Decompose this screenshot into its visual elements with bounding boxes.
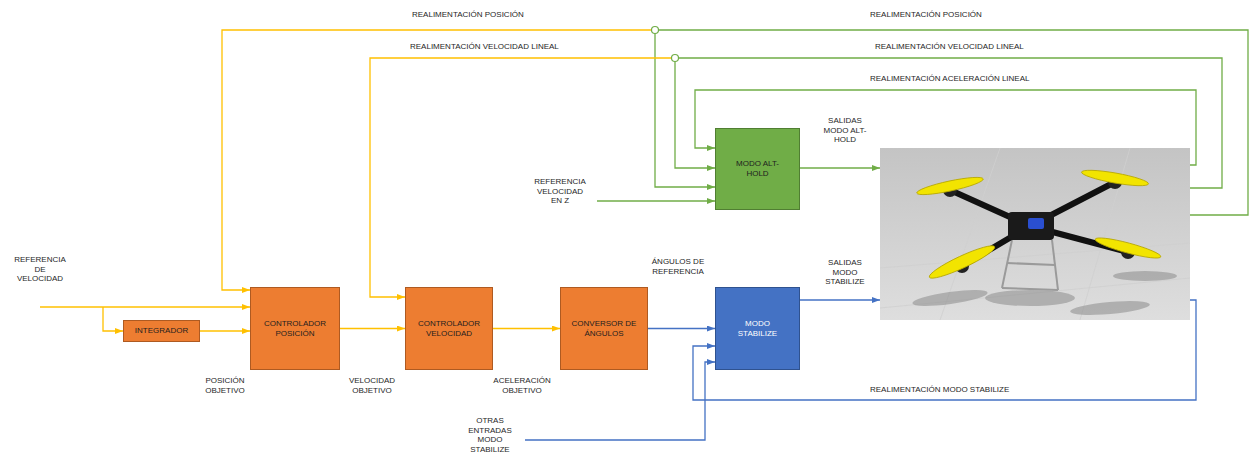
box-label: CONTROLADOR VELOCIDAD [413, 319, 485, 338]
box-label: CONTROLADOR POSICIÓN [259, 319, 331, 338]
signal-label: SALIDAS MODO ALT-HOLD [818, 116, 873, 145]
signal-label: ACELERACIÓN OBJETIVO [488, 376, 556, 395]
signal-label: REALIMENTACIÓN VELOCIDAD LINEAL [875, 42, 1024, 52]
junction-dot [672, 55, 679, 62]
other-inputs-line [525, 362, 715, 440]
signal-label: OTRAS ENTRADAS MODO STABILIZE [462, 416, 518, 454]
stabilize-output-line [800, 299, 880, 300]
landing-gear [1002, 240, 1058, 290]
process-box: INTEGRADOR [123, 320, 200, 342]
signal-label: REALIMENTACIÓN MODO STABILIZE [870, 385, 1009, 395]
drone-battery [1028, 218, 1044, 229]
process-box: MODO ALT-HOLD [715, 128, 800, 210]
process-box: MODO STABILIZE [715, 287, 800, 370]
process-box: CONTROLADOR VELOCIDAD [405, 287, 493, 370]
signal-label: VELOCIDAD OBJETIVO [343, 376, 401, 395]
signal-arrow [493, 328, 560, 329]
signal-label: SALIDAS MODO STABILIZE [818, 258, 873, 287]
signal-label: REFERENCIA VELOCIDAD EN Z [531, 177, 589, 206]
drone-illustration [880, 148, 1190, 320]
scene-ground [880, 148, 1190, 320]
box-label: INTEGRADOR [135, 326, 188, 336]
drone-shadow [912, 271, 1177, 317]
z-reference-line [597, 200, 715, 201]
signal-label: POSICIÓN OBJETIVO [199, 376, 251, 395]
signal-label: REALIMENTACIÓN POSICIÓN [412, 10, 524, 20]
signal-arrow [200, 330, 250, 331]
signal-arrow [648, 328, 715, 329]
floor-grid [880, 148, 1190, 320]
drone-body [1008, 212, 1054, 240]
drone-propellers [916, 167, 1162, 282]
alt-hold-output-line [800, 167, 880, 168]
position-feedback-line [222, 30, 655, 290]
signal-label: REALIMENTACIÓN ACELERACIÓN LINEAL [870, 74, 1029, 84]
signal-arrow [340, 328, 405, 329]
signal-label: ÁNGULOS DE REFERENCIA [647, 257, 709, 276]
input-line [40, 306, 250, 307]
velocity-feedback-line [370, 58, 675, 297]
signal-label: REFERENCIA DE VELOCIDAD [11, 255, 69, 284]
box-label: MODO STABILIZE [728, 319, 788, 338]
junction-dot [652, 27, 659, 34]
box-label: CONVERSOR DE ÁNGULOS [568, 319, 640, 338]
box-label: MODO ALT-HOLD [728, 159, 788, 178]
process-box: CONTROLADOR POSICIÓN [250, 287, 340, 370]
process-box: CONVERSOR DE ÁNGULOS [560, 287, 648, 370]
input-branch [103, 307, 123, 331]
signal-label: REALIMENTACIÓN POSICIÓN [870, 10, 982, 20]
signal-label: REALIMENTACIÓN VELOCIDAD LINEAL [410, 42, 559, 52]
